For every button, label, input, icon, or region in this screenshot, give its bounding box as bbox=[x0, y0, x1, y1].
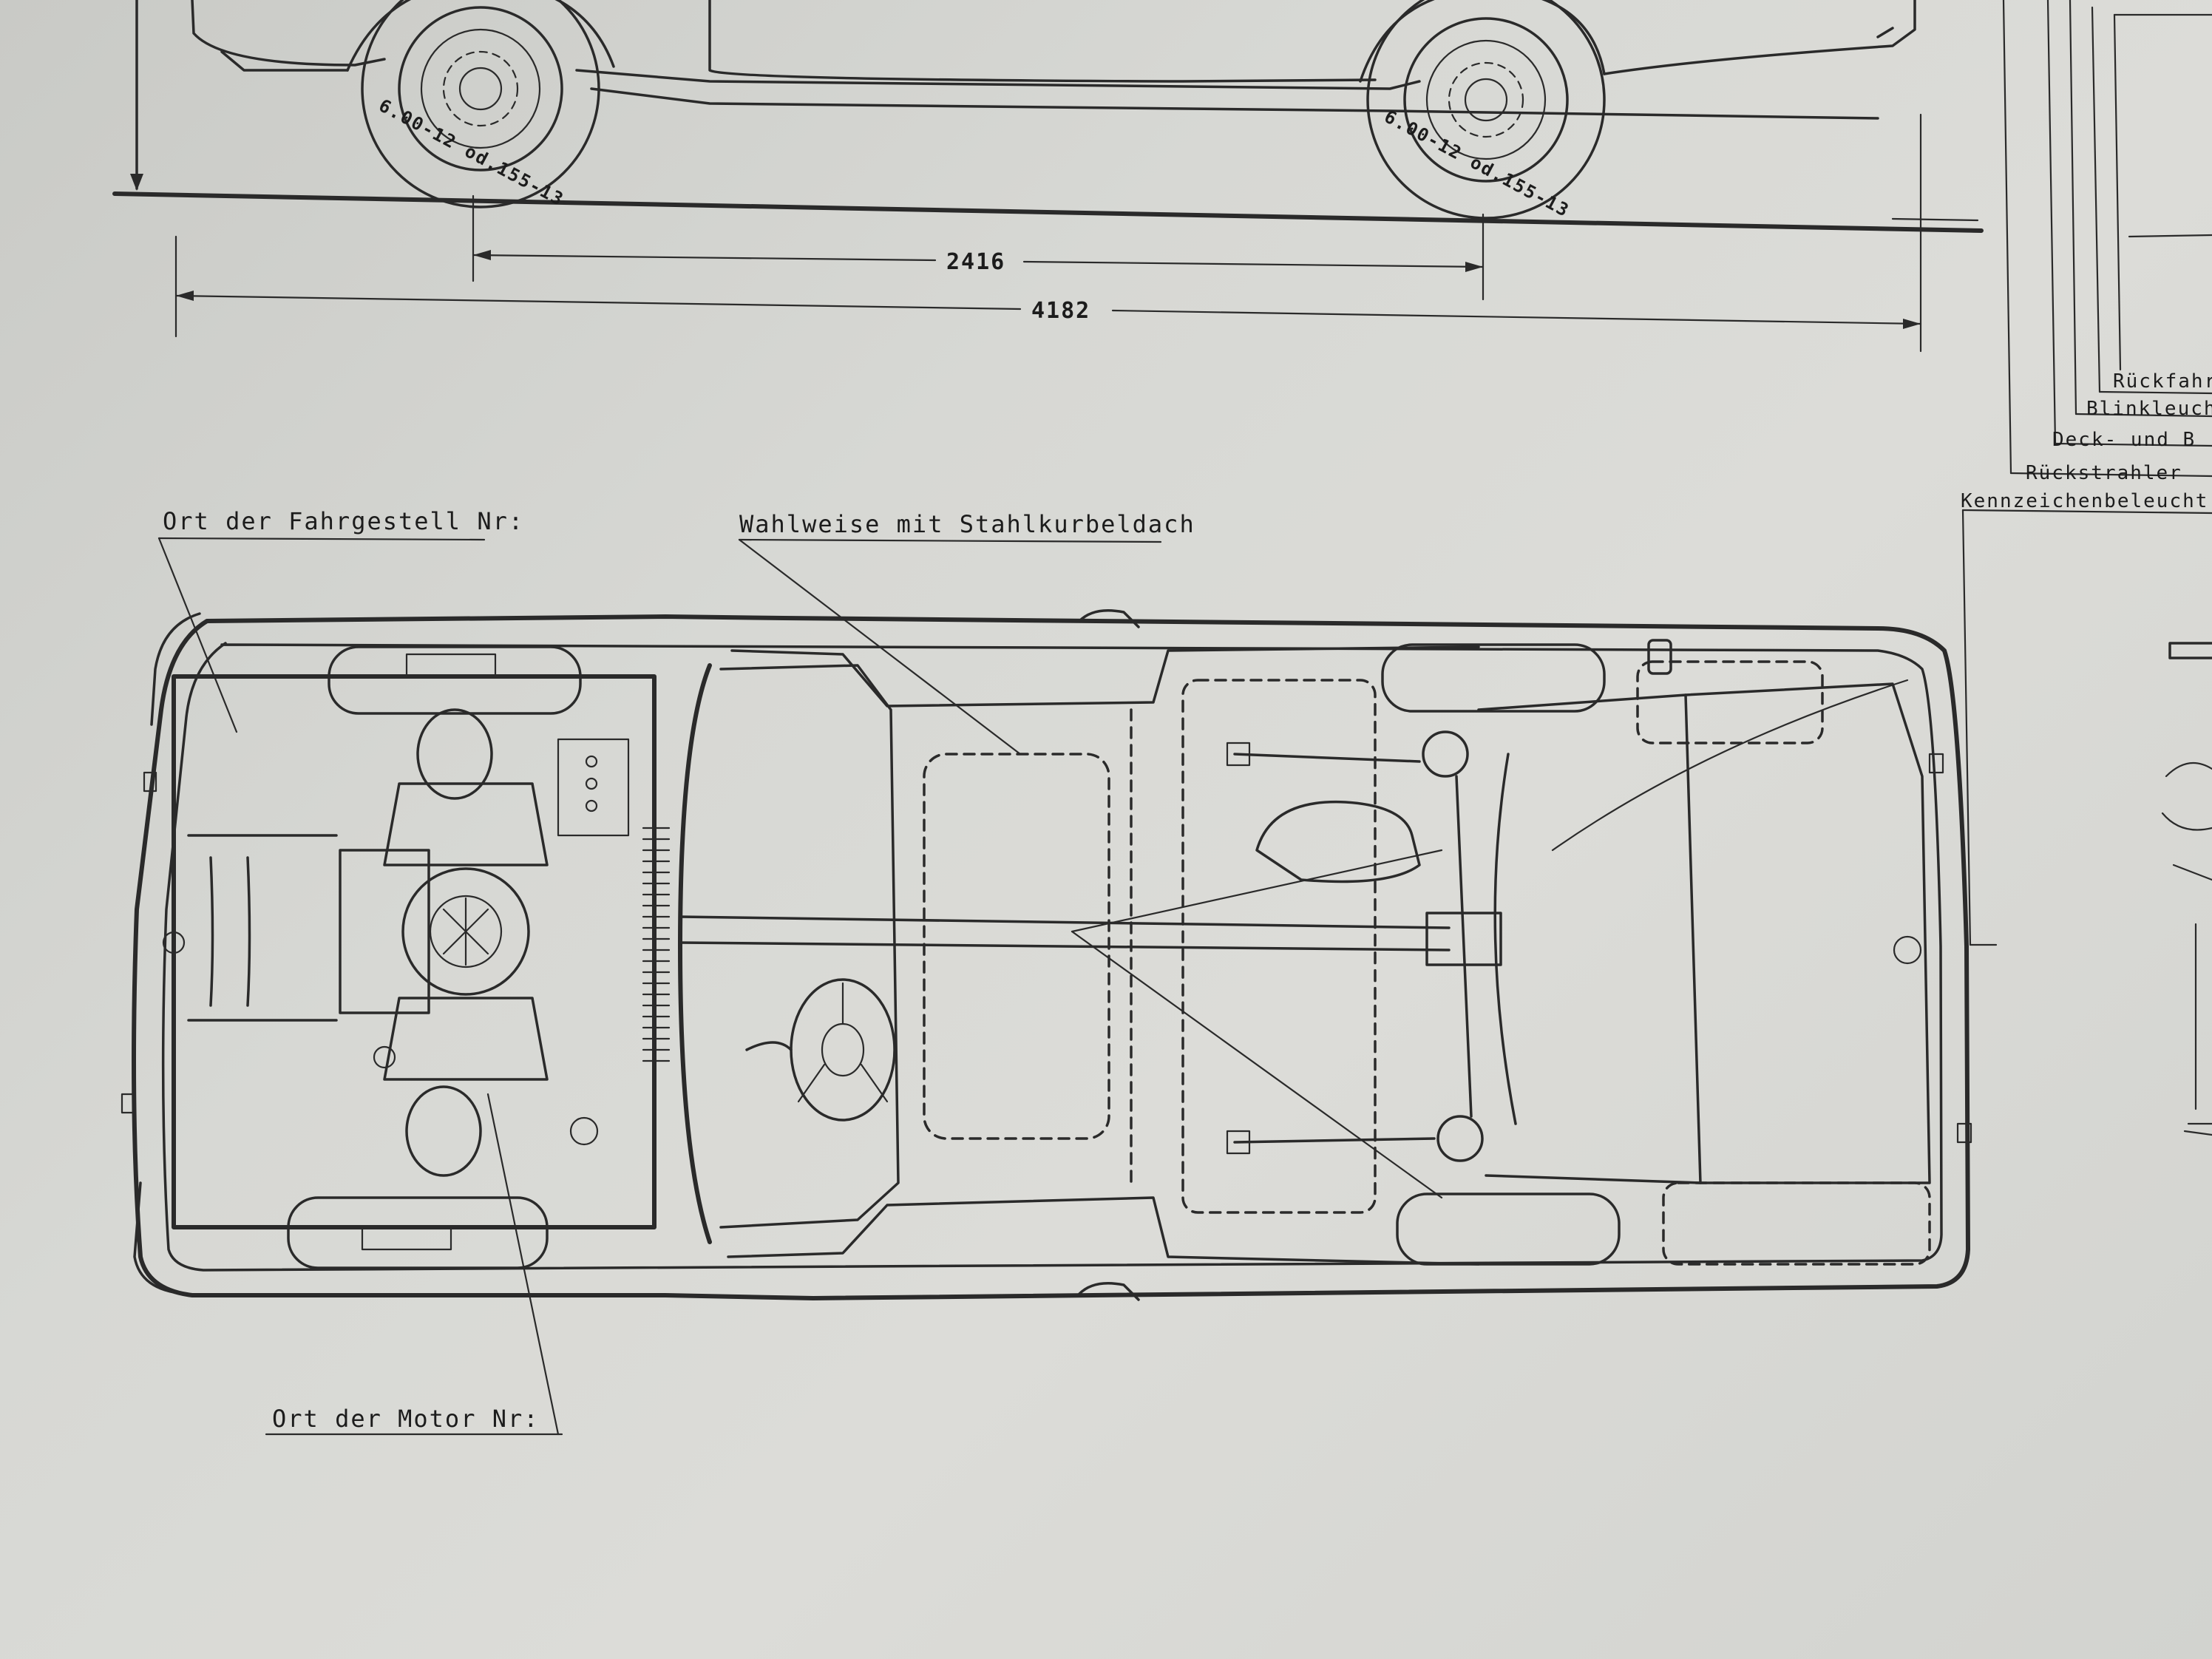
arrow-right-icon bbox=[1465, 262, 1483, 272]
rear-light-label-1: Rückfahr bbox=[2113, 370, 2212, 393]
driveshaft-tunnel bbox=[679, 915, 1451, 929]
length-dimension-line-left bbox=[174, 294, 1022, 311]
length-dimension-line-right bbox=[1111, 309, 1922, 325]
front-wheel bbox=[361, 0, 600, 208]
optional-sunroof-label: Wahlweise mit Stahlkurbeldach bbox=[739, 510, 1195, 538]
wheelbase-dimension-line-left bbox=[472, 254, 937, 262]
overall-length-dimension: 4182 bbox=[1031, 298, 1090, 324]
sunroof-leader bbox=[738, 538, 1022, 756]
rear-tire-size-label: 6.00-12 od.155-13 bbox=[1381, 106, 1573, 221]
trunk-compartment bbox=[1477, 693, 1702, 1184]
engine-side-wheel-top bbox=[328, 645, 582, 715]
side-view-drawing: 2416 4182 6.00-12 od.155-13 6.00-12 od.1… bbox=[112, 0, 1984, 353]
fuel-tank bbox=[1255, 800, 1421, 883]
rear-wheel-top bbox=[1381, 643, 1606, 713]
height-arrow-icon bbox=[130, 174, 143, 191]
arrow-left-icon bbox=[176, 291, 194, 301]
chassis-no-underline bbox=[157, 537, 486, 541]
ground-line bbox=[112, 191, 1984, 233]
chassis-number-location-label: Ort der Fahrgestell Nr: bbox=[163, 507, 524, 535]
engine-side-wheel-bottom bbox=[287, 1196, 549, 1269]
rear-body-outline bbox=[1603, 0, 1916, 75]
front-tire-size-label: 6.00-12 od.155-13 bbox=[376, 95, 568, 210]
rear-light-label-4: Rückstrahler bbox=[2026, 462, 2182, 484]
rear-light-callouts: Rückfahr Blinkleucht Deck- und B Rückstr… bbox=[1961, 0, 2212, 1136]
inner-body-outline bbox=[161, 642, 1943, 1272]
engine-number-location-label: Ort der Motor Nr: bbox=[272, 1405, 540, 1433]
cooling-grille bbox=[642, 827, 671, 1062]
front-emblem-icon bbox=[162, 931, 186, 954]
arrow-right-icon bbox=[1903, 319, 1921, 329]
steering-wheel bbox=[745, 978, 896, 1122]
door-handle-bottom bbox=[1078, 1282, 1140, 1301]
rear-wheel bbox=[1366, 0, 1606, 220]
top-view-drawing: Ort der Fahrgestell Nr: Wahlweise mit St… bbox=[121, 507, 1972, 1436]
engine-block bbox=[339, 708, 630, 1177]
wheelbase-dimension: 2416 bbox=[946, 249, 1005, 275]
rear-wheel-bottom bbox=[1396, 1192, 1621, 1266]
windshield-frame bbox=[678, 663, 712, 1244]
body-sill-line bbox=[575, 69, 1421, 90]
arrow-left-icon bbox=[473, 250, 491, 260]
chassis-no-leader bbox=[157, 537, 238, 733]
a-pillar-outline bbox=[719, 664, 900, 1229]
wheelbase-dimension-line-right bbox=[1022, 260, 1485, 268]
engine-no-leader bbox=[486, 1093, 560, 1436]
sunroof-underline bbox=[738, 538, 1162, 543]
door-handle-top bbox=[1078, 609, 1140, 628]
body-outline bbox=[132, 614, 1970, 1300]
rear-light-label-5: Kennzeichenbeleucht bbox=[1961, 490, 2208, 512]
rear-light-label-2: Blinkleucht bbox=[2086, 398, 2212, 420]
rear-light-label-3: Deck- und B bbox=[2052, 429, 2196, 451]
rear-emblem-icon bbox=[1893, 935, 1922, 965]
front-bumper-outline bbox=[191, 0, 386, 67]
fuel-filler-cap bbox=[1647, 639, 1672, 675]
